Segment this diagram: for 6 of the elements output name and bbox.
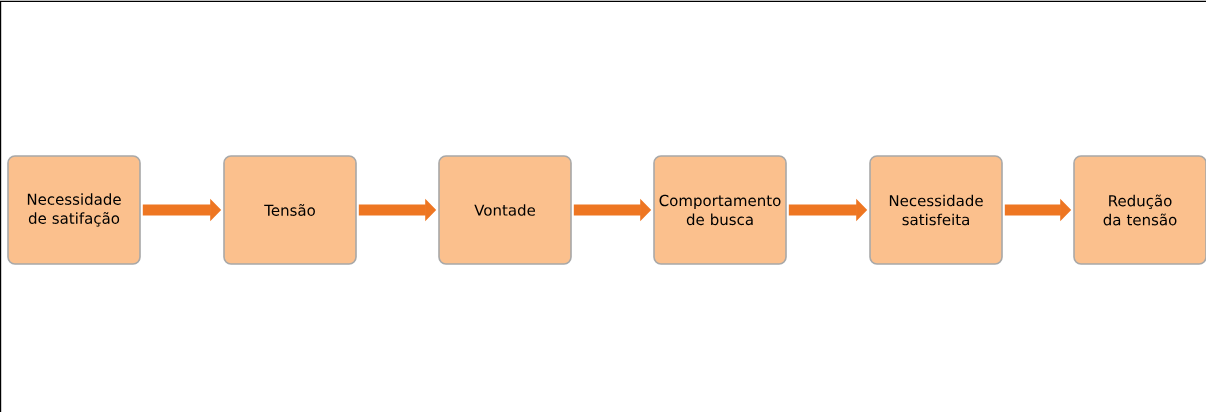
process-box: Tensão: [223, 155, 357, 265]
process-box: Necessidade satisfeita: [869, 155, 1003, 265]
process-box: Vontade: [438, 155, 572, 265]
process-box: Redução da tensão: [1073, 155, 1206, 265]
process-box: Comportamento de busca: [653, 155, 787, 265]
process-box: Necessidade de satifação: [7, 155, 141, 265]
